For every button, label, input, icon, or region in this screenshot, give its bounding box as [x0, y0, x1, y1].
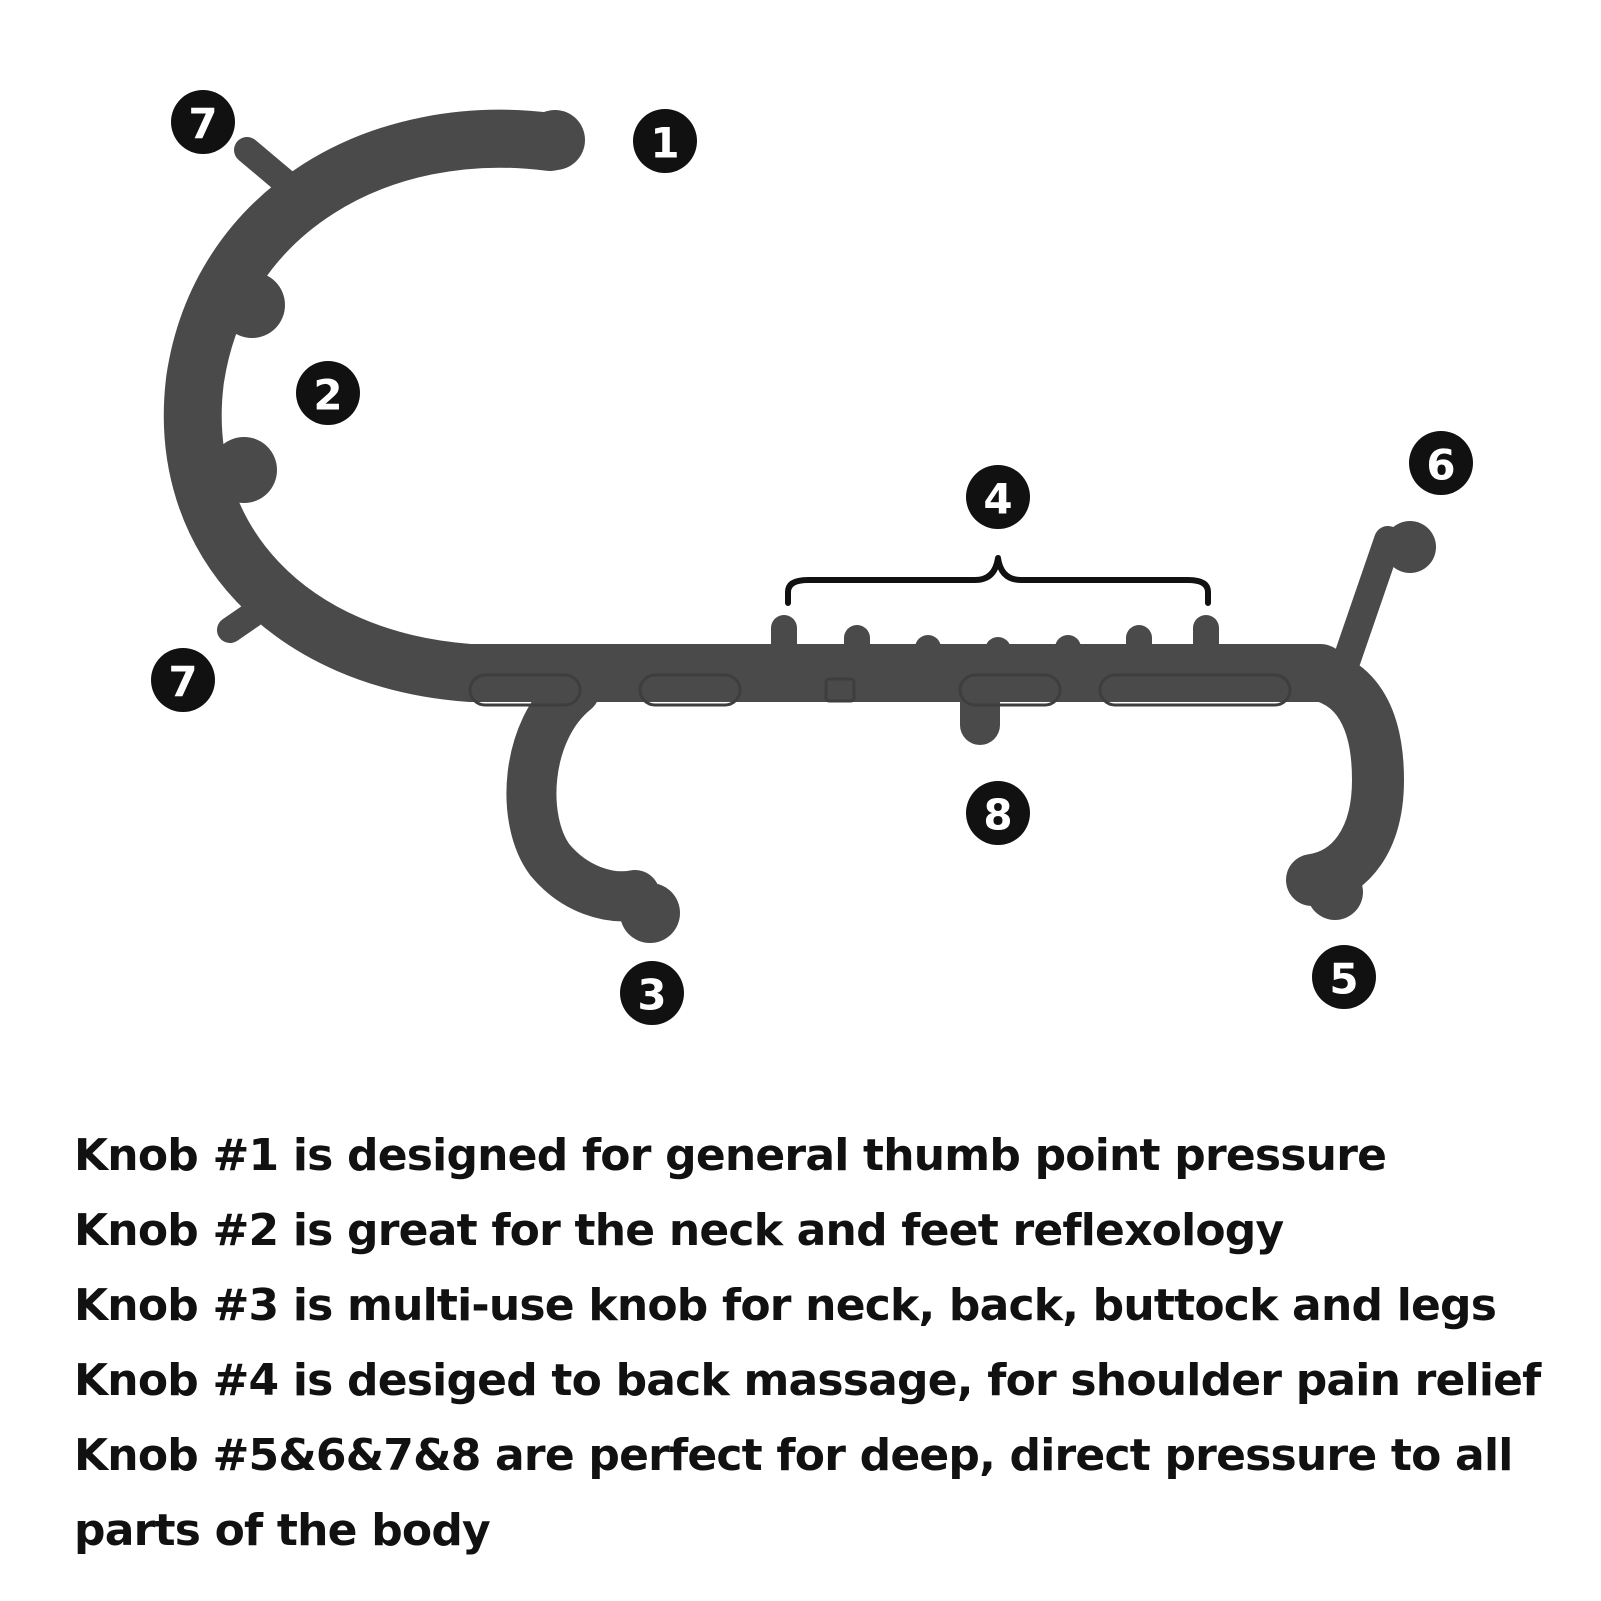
knob-descriptions: Knob #1 is designed for general thumb po…: [74, 1118, 1554, 1568]
svg-text:5: 5: [1329, 955, 1358, 1004]
badge-knob-3: 3: [620, 961, 684, 1025]
svg-text:4: 4: [983, 475, 1012, 524]
knob-4-bracket: [785, 555, 1211, 606]
svg-text:2: 2: [313, 371, 342, 420]
badge-knob-7-bottom: 7: [151, 648, 215, 712]
massage-tool: [163, 109, 1436, 943]
massage-tool-diagram: 1 2 3 4 5 6 7 7 8: [151, 90, 1473, 1025]
svg-text:6: 6: [1426, 441, 1455, 490]
svg-text:7: 7: [188, 100, 217, 149]
badge-knob-2: 2: [296, 361, 360, 425]
description-knob-3: Knob #3 is multi-use knob for neck, back…: [74, 1280, 1497, 1331]
grip-inset: [958, 673, 1062, 707]
badge-knob-4: 4: [966, 465, 1030, 529]
svg-text:7: 7: [168, 658, 197, 707]
grip-inset: [1098, 673, 1292, 707]
knob-4-nubs: [771, 615, 1219, 673]
knob-2-ball-lower: [211, 437, 277, 503]
description-knob-1: Knob #1 is designed for general thumb po…: [74, 1130, 1387, 1181]
grip-insets: [468, 673, 1292, 707]
grip-inset: [468, 673, 582, 707]
badge-knob-1: 1: [633, 109, 697, 173]
svg-text:1: 1: [650, 119, 679, 168]
tool-arm-6: [1331, 526, 1402, 679]
tool-right-hook: [1274, 647, 1405, 906]
description-knob-2: Knob #2 is great for the neck and feet r…: [74, 1205, 1284, 1256]
knob-3-ball: [620, 883, 680, 943]
tool-left-hook: [506, 665, 660, 922]
tool-arm-7-top: [234, 137, 298, 195]
grip-inset: [638, 673, 742, 707]
description-knob-4: Knob #4 is desiged to back massage, for …: [74, 1355, 1541, 1406]
tool-arm-7-bottom: [217, 595, 275, 643]
badge-knob-8: 8: [966, 781, 1030, 845]
knob-1-ball: [525, 110, 585, 170]
description-knob-5678: Knob #5&6&7&8 are perfect for deep, dire…: [74, 1430, 1513, 1556]
knob-2-ball-upper: [219, 272, 285, 338]
badge-knob-6: 6: [1409, 431, 1473, 495]
knob-5-ball: [1307, 864, 1363, 920]
badge-knob-7-top: 7: [171, 90, 235, 154]
knob-6-ball: [1384, 521, 1436, 573]
svg-text:8: 8: [983, 791, 1012, 840]
grip-button: [824, 677, 856, 703]
svg-text:3: 3: [637, 971, 666, 1020]
badge-knob-5: 5: [1312, 945, 1376, 1009]
tool-main-curve: [163, 109, 1349, 702]
